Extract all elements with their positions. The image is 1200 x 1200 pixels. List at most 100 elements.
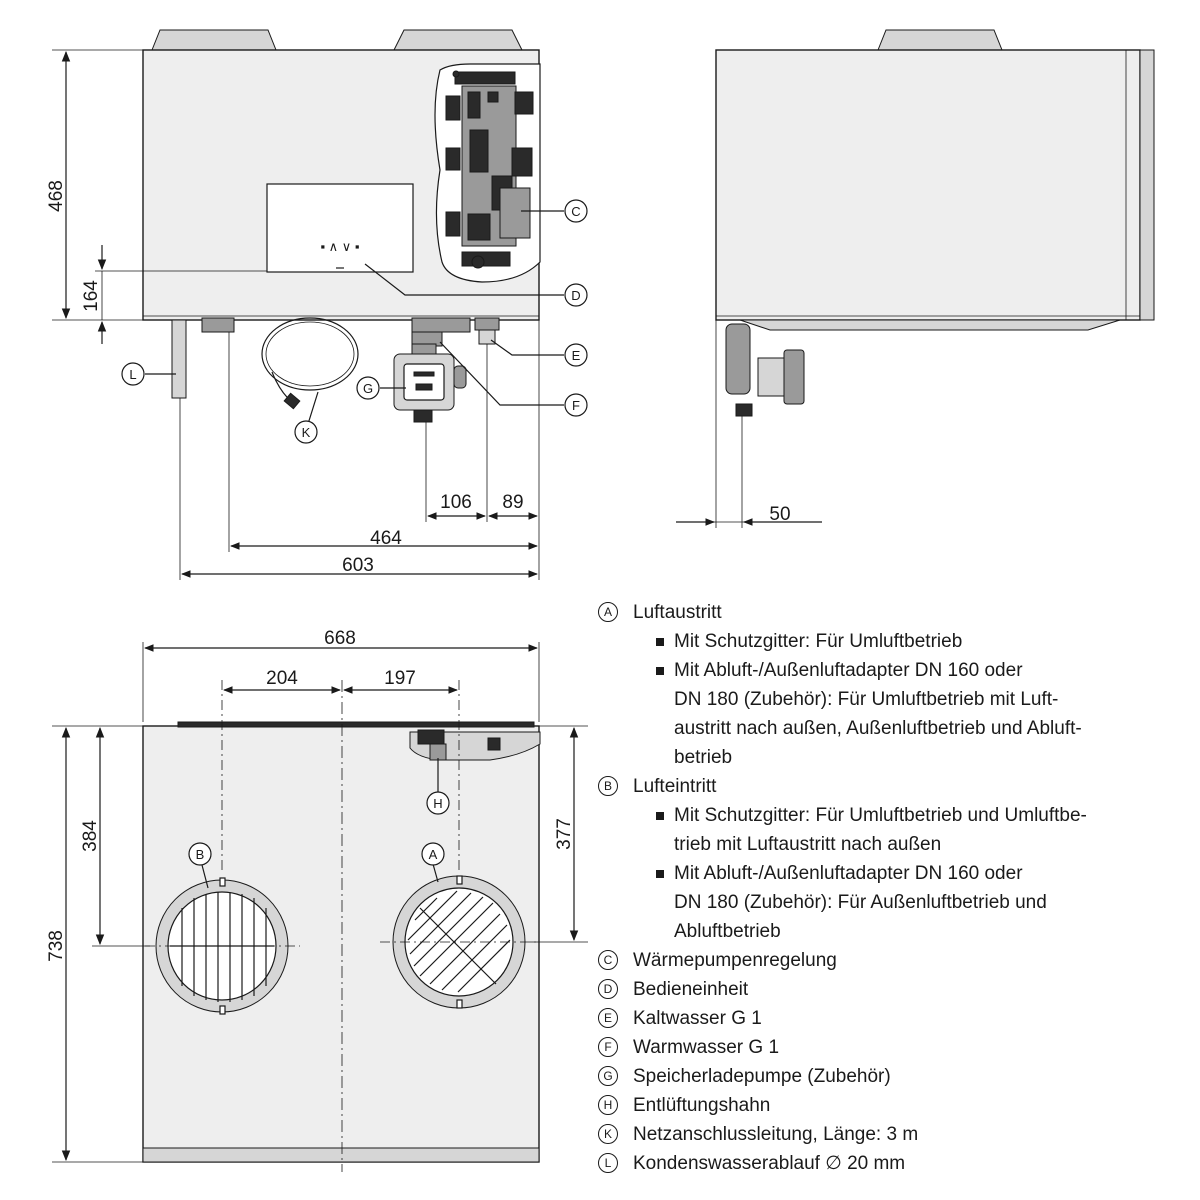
legend-entry-k: K Netzanschlussleitung, Länge: 3 m <box>598 1120 1178 1149</box>
legend-sub-item: Mit Schutzgitter: Für Umluftbetrieb <box>598 627 1178 656</box>
legend-letter-circle: A <box>598 602 618 622</box>
callout-g: G <box>356 376 380 400</box>
bullet-icon <box>656 638 664 646</box>
power-cable-coil <box>261 317 359 391</box>
front-top-spigot-left <box>151 29 277 51</box>
dim-label-50: 50 <box>769 504 790 525</box>
svg-text:E: E <box>572 348 581 363</box>
svg-text:C: C <box>571 204 580 219</box>
dim-label-464: 464 <box>370 528 402 549</box>
legend-sub-text: Mit Schutzgitter: Für Umluftbetrieb <box>674 631 963 652</box>
legend-entry-b: B Lufteintritt <box>598 772 1178 801</box>
legend-letter-circle: D <box>598 979 618 999</box>
svg-text:G: G <box>363 381 373 396</box>
legend-entry-g: G Speicherladepumpe (Zubehör) <box>598 1062 1178 1091</box>
legend-letter-circle: G <box>598 1066 618 1086</box>
legend-sub-item: Mit Abluft-/Außenluftadapter DN 160 oder… <box>598 859 1178 946</box>
svg-text:D: D <box>571 288 580 303</box>
legend-entry-a: A Luftaustritt <box>598 598 1178 627</box>
dim-label-738: 738 <box>46 930 67 962</box>
legend-letter-circle: L <box>598 1153 618 1173</box>
legend-entry-f: F Warmwasser G 1 <box>598 1033 1178 1062</box>
callout-k: K <box>294 420 318 444</box>
legend-text: Wärmepumpenregelung <box>633 950 837 971</box>
air-inlet-grille <box>155 877 289 1015</box>
bullet-icon <box>656 667 664 675</box>
dim-label-668: 668 <box>324 628 356 649</box>
dim-label-468: 468 <box>46 180 67 212</box>
legend-sub-item: Mit Abluft-/Außenluftadapter DN 160 oder… <box>598 656 1178 772</box>
dim-label-377: 377 <box>554 818 575 850</box>
legend-entry-c: C Wärmepumpenregelung <box>598 946 1178 975</box>
legend-text: Lufteintritt <box>633 776 717 797</box>
dim-label-197: 197 <box>384 668 416 689</box>
dim-label-89: 89 <box>502 492 523 513</box>
storage-charging-pump <box>393 343 467 423</box>
leader-d <box>364 263 564 296</box>
legend-text: Bedieneinheit <box>633 979 749 1000</box>
leader-f <box>439 341 564 406</box>
leader-b <box>201 864 209 889</box>
legend-letter-circle: H <box>598 1095 618 1115</box>
legend-sub-text: Mit Schutzgitter: Für Umluftbetrieb und … <box>674 805 1087 855</box>
legend-text: Speicherladepumpe (Zubehör) <box>633 1066 891 1087</box>
dim-label-384: 384 <box>80 820 101 852</box>
venting-valve <box>409 729 541 761</box>
legend-text: Kondenswasserablauf ∅ 20 mm <box>633 1153 906 1174</box>
svg-text:H: H <box>433 796 442 811</box>
legend-text: Kaltwasser G 1 <box>633 1008 762 1029</box>
callout-a: A <box>421 842 445 866</box>
dim-label-603: 603 <box>342 555 374 576</box>
legend-text: Luftaustritt <box>633 602 722 623</box>
air-outlet-grille <box>392 875 526 1009</box>
svg-text:F: F <box>572 398 580 413</box>
legend-letter-circle: F <box>598 1037 618 1057</box>
legend-entry-e: E Kaltwasser G 1 <box>598 1004 1178 1033</box>
dim-label-204: 204 <box>266 668 298 689</box>
side-pump <box>725 323 805 417</box>
callout-d: D <box>564 283 588 307</box>
legend-letter-circle: B <box>598 776 618 796</box>
cold-water-fitting <box>474 317 500 331</box>
leader-e <box>490 339 564 356</box>
callout-l: L <box>121 362 145 386</box>
leader-a <box>432 863 439 883</box>
callout-c: C <box>564 199 588 223</box>
legend-letter-circle: K <box>598 1124 618 1144</box>
legend-text: Warmwasser G 1 <box>633 1037 780 1058</box>
front-view: ▪ ∧ ∨ ▪ <box>46 29 564 580</box>
front-top-spigot-right <box>393 29 523 51</box>
leader-k <box>307 391 319 425</box>
control-panel-buttons: ▪ ∧ ∨ ▪ <box>320 239 359 254</box>
callout-f: F <box>564 393 588 417</box>
svg-text:K: K <box>302 425 311 440</box>
controller-board <box>445 70 534 269</box>
legend-sub-text: Mit Abluft-/Außenluftadapter DN 160 oder… <box>674 863 1047 942</box>
callout-b: B <box>188 842 212 866</box>
svg-text:B: B <box>196 847 205 862</box>
callout-e: E <box>564 343 588 367</box>
bullet-icon <box>656 812 664 820</box>
side-view: 50 <box>676 29 1155 528</box>
side-top-spigot <box>877 29 1003 51</box>
dim-label-164: 164 <box>81 280 102 312</box>
legend-letter-circle: C <box>598 950 618 970</box>
legend-text: Netzanschlussleitung, Länge: 3 m <box>633 1124 919 1145</box>
legend-letter-circle: E <box>598 1008 618 1028</box>
condensate-drain-pipe <box>171 319 187 399</box>
bullet-icon <box>656 870 664 878</box>
control-panel-display <box>266 183 414 273</box>
front-bottom-fitting-left <box>201 317 235 333</box>
front-bottom-fitting-right <box>411 317 471 333</box>
svg-text:L: L <box>129 367 136 382</box>
top-view: 668 204 197 738 384 377 <box>46 628 588 1172</box>
legend-entry-l: L Kondenswasserablauf ∅ 20 mm <box>598 1149 1178 1178</box>
side-housing <box>715 49 1141 321</box>
legend-sub-item: Mit Schutzgitter: Für Umluftbetrieb und … <box>598 801 1178 859</box>
side-rear-panel <box>1139 49 1155 321</box>
svg-text:A: A <box>429 847 438 862</box>
